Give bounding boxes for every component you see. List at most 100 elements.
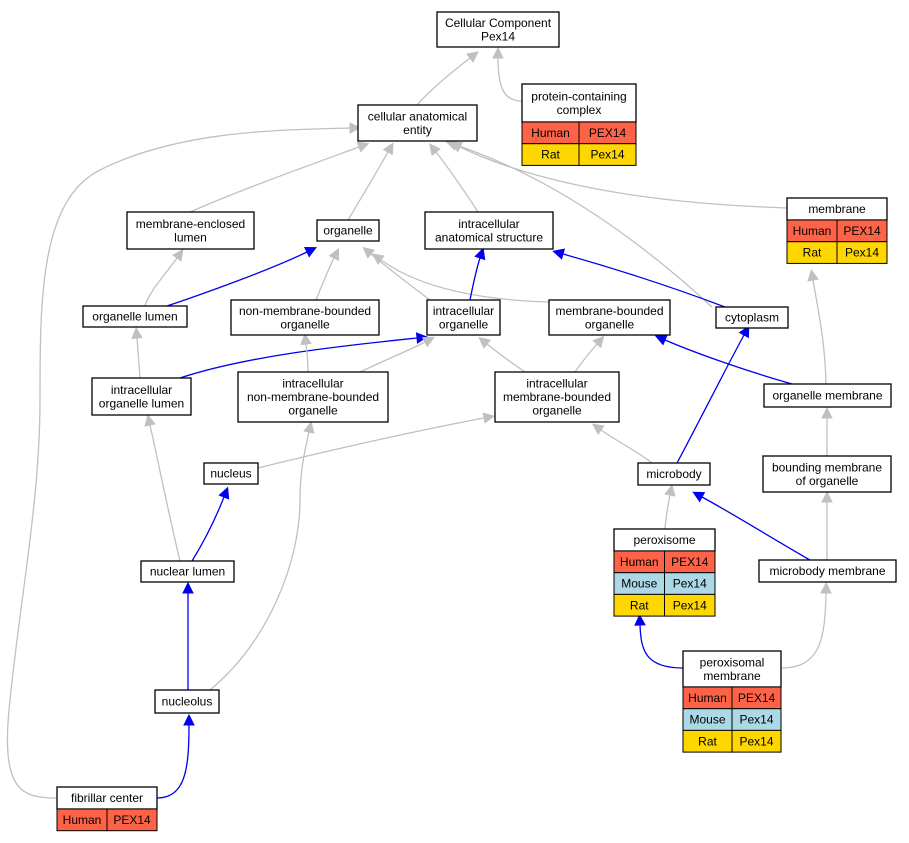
node-organelle-lumen[interactable]: organelle lumen xyxy=(82,305,188,328)
edge-line xyxy=(486,343,526,373)
edge-is_a xyxy=(429,143,479,213)
node-nucleus[interactable]: nucleus xyxy=(203,462,259,485)
node-label-line: organelle xyxy=(288,404,338,418)
edge-arrowhead xyxy=(482,412,495,424)
node-box xyxy=(316,219,380,242)
edge-is_a xyxy=(359,336,435,373)
node-microbody-membrane[interactable]: microbody membrane xyxy=(758,559,897,583)
node-label-line: cytoplasm xyxy=(725,311,779,325)
edge-line xyxy=(600,429,653,464)
gene-label: Pex14 xyxy=(845,246,879,260)
node-box xyxy=(126,211,255,250)
edge-arrowhead xyxy=(144,414,156,427)
edge-is_a xyxy=(371,253,550,303)
node-label-line: peroxisomal xyxy=(700,655,765,669)
edge-line xyxy=(469,257,481,301)
edge-is_a xyxy=(821,406,833,456)
node-box xyxy=(682,650,782,688)
node-label-line: organelle xyxy=(280,317,330,331)
edge-arrowhead xyxy=(592,335,605,349)
species-label: Human xyxy=(793,224,832,238)
node-organelle-membrane[interactable]: organelle membrane xyxy=(763,383,892,408)
node-label-line: non-membrane-bounded xyxy=(247,390,379,404)
edge-line xyxy=(359,341,426,373)
gene-label: PEX14 xyxy=(738,691,776,705)
node-cytoplasm[interactable]: cytoplasm xyxy=(715,306,789,329)
node-organelle[interactable]: organelle xyxy=(316,219,380,242)
node-intracellular-non-membrane-bounded-organelle[interactable]: intracellularnon-membrane-boundedorganel… xyxy=(237,371,389,423)
node-box xyxy=(357,104,478,142)
node-box xyxy=(154,689,220,714)
edge-line xyxy=(416,57,471,106)
edge-part_of xyxy=(552,248,726,308)
node-microbody[interactable]: microbody xyxy=(637,462,711,486)
gene-label: PEX14 xyxy=(113,813,151,827)
edge-line xyxy=(347,151,389,221)
node-box xyxy=(758,559,897,583)
node-label-line: nucleolus xyxy=(162,695,213,709)
node-box xyxy=(140,560,235,583)
node-box xyxy=(426,299,501,336)
edge-is_a xyxy=(257,412,495,469)
edge-line xyxy=(701,496,811,561)
edge-arrowhead xyxy=(820,581,832,594)
edge-arrowhead xyxy=(371,253,385,266)
edge-is_a xyxy=(131,326,143,379)
node-label-line: nucleus xyxy=(210,467,251,481)
edge-part_of xyxy=(156,713,195,799)
edge-is_a xyxy=(574,335,605,373)
node-label-line: membrane xyxy=(703,669,761,683)
edge-arrowhead xyxy=(382,142,394,156)
edge-arrowhead xyxy=(356,141,370,153)
node-label-line: protein-containing xyxy=(531,89,626,103)
edge-part_of xyxy=(692,491,811,561)
species-label: Mouse xyxy=(689,713,725,727)
node-nuclear-lumen[interactable]: nuclear lumen xyxy=(140,560,235,583)
edge-part_of xyxy=(182,581,194,690)
edge-line xyxy=(305,343,309,373)
gene-cell xyxy=(836,241,888,264)
edge-arrowhead xyxy=(328,248,339,262)
edge-line xyxy=(497,57,523,102)
edge-part_of xyxy=(469,247,486,301)
node-label-line: nuclear lumen xyxy=(150,565,225,579)
edge-arrowhead xyxy=(218,486,230,500)
node-label-line: anatomical structure xyxy=(435,230,543,244)
species-label: Rat xyxy=(630,598,649,612)
node-nucleolus[interactable]: nucleolus xyxy=(154,689,220,714)
edge-line xyxy=(191,496,225,562)
node-label-line: organelle xyxy=(323,224,373,238)
edge-is_a xyxy=(807,269,827,385)
edge-is_a xyxy=(209,421,315,691)
node-label-line: membrane xyxy=(808,202,866,216)
edge-line xyxy=(189,146,360,213)
edge-arrowhead xyxy=(692,491,706,503)
edge-arrowhead xyxy=(182,581,194,594)
node-box xyxy=(91,377,192,416)
edge-arrowhead xyxy=(421,336,435,348)
node-label-line: intracellular xyxy=(282,377,343,391)
